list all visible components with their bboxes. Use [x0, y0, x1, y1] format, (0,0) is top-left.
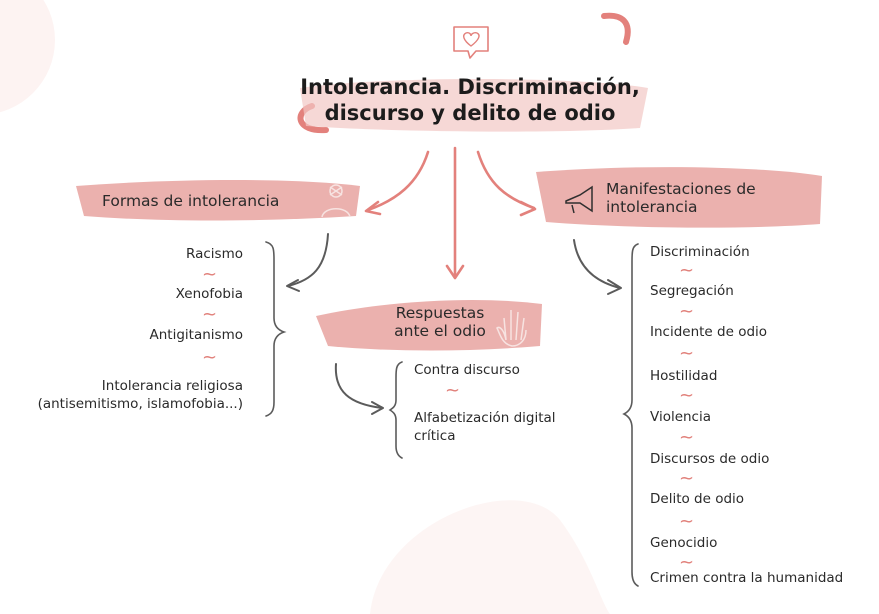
respuestas-heading-line-2: ante el odio [394, 322, 486, 340]
braces [265, 241, 639, 587]
megaphone-icon [565, 185, 593, 214]
tilde-separator: ~ [445, 380, 461, 401]
manifestaciones-heading-line-1: Manifestaciones de [606, 180, 756, 198]
manifestacion-item: Genocidio [650, 535, 718, 551]
manifestaciones-brush [536, 167, 822, 228]
title-line-1: Intolerancia. Discriminación, [300, 75, 640, 99]
tilde-separator: ~ [679, 385, 695, 406]
tilde-separator: ~ [202, 264, 218, 285]
formas-item-antigitanismo: Antigitanismo [149, 327, 243, 343]
background-blob [0, 0, 55, 113]
formas-item-xenofobia: Xenofobia [175, 286, 243, 302]
respuestas-item-alfabetizacion-2: crítica [414, 428, 456, 444]
manifestacion-item: Segregación [650, 283, 734, 299]
manifestacion-item: Discursos de odio [650, 451, 770, 467]
manifestacion-item: Violencia [650, 409, 712, 425]
title-arrows [364, 146, 537, 280]
manifestacion-item: Crimen contra la humanidad [650, 570, 844, 586]
title-line-2: discurso y delito de odio [324, 101, 616, 125]
manifestacion-item: Hostilidad [650, 368, 718, 384]
tilde-separator: ~ [679, 301, 695, 322]
tilde-separator: ~ [202, 304, 218, 325]
manifestaciones-heading: Manifestaciones de intolerancia [606, 180, 756, 216]
tilde-separator: ~ [679, 343, 695, 364]
respuestas-item-alfabetizacion-1: Alfabetización digital [414, 410, 556, 426]
tilde-separator: ~ [202, 347, 218, 368]
manifestacion-item: Delito de odio [650, 491, 745, 507]
manifestacion-item: Discriminación [650, 244, 750, 260]
respuestas-brush [316, 300, 542, 351]
respuestas-item-contra-discurso: Contra discurso [414, 362, 520, 378]
tilde-separator: ~ [679, 552, 695, 573]
background-blob [370, 500, 610, 614]
person-crossed-icon [321, 184, 351, 218]
formas-heading: Formas de intolerancia [102, 192, 280, 210]
formas-item-religiosa-2: (antisemitismo, islamofobia...) [37, 396, 243, 412]
tilde-separator: ~ [679, 427, 695, 448]
gray-arrows [286, 233, 622, 415]
formas-item-racismo: Racismo [186, 246, 243, 262]
manifestacion-item: Incidente de odio [650, 324, 768, 340]
tilde-separator: ~ [679, 260, 695, 281]
tilde-separator: ~ [679, 511, 695, 532]
raised-hand-icon [496, 310, 527, 347]
decorative-stroke [601, 12, 631, 45]
manifestaciones-heading-line-2: intolerancia [606, 198, 698, 216]
diagram-title: Intolerancia. Discriminación, discurso y… [240, 74, 700, 126]
formas-item-religiosa-1: Intolerancia religiosa [101, 378, 243, 394]
title-brush [300, 79, 648, 132]
heart-speech-bubble-icon [453, 26, 489, 59]
respuestas-heading: Respuestas ante el odio [386, 304, 494, 340]
respuestas-heading-line-1: Respuestas [395, 304, 485, 322]
formas-brush [76, 180, 360, 221]
tilde-separator: ~ [679, 468, 695, 489]
